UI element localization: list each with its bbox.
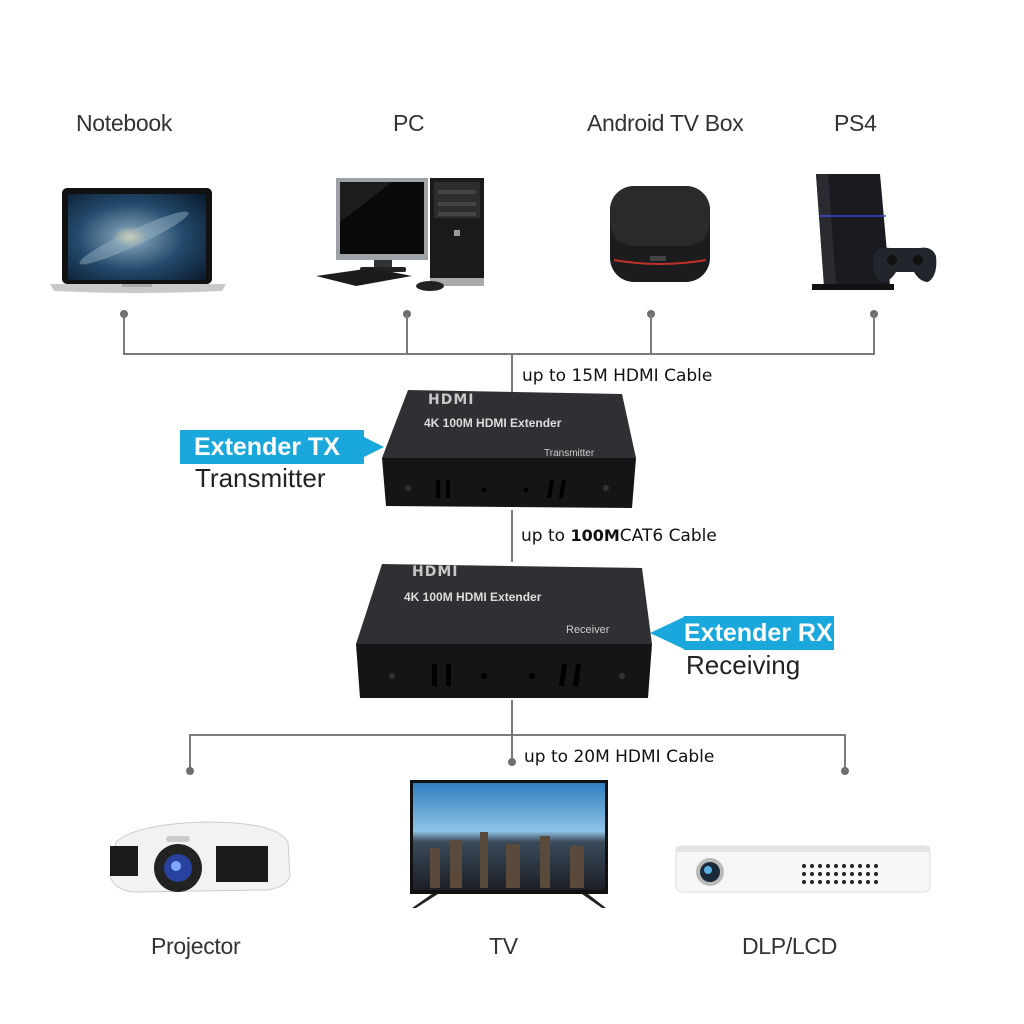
connector-dot-projector bbox=[186, 767, 194, 775]
dlp-lcd-icon bbox=[675, 845, 931, 893]
output-trunk-line bbox=[511, 700, 513, 760]
connector-line bbox=[844, 734, 846, 770]
label-tv: TV bbox=[489, 933, 518, 959]
arrow-left-icon bbox=[650, 616, 686, 650]
connector-line bbox=[650, 314, 652, 354]
label-android-tv-box: Android TV Box bbox=[587, 110, 744, 136]
label-ps4: PS4 bbox=[834, 110, 877, 136]
label-projector: Projector bbox=[151, 933, 241, 959]
transmitter-subtitle: Transmitter bbox=[195, 463, 326, 493]
notebook-icon bbox=[50, 188, 226, 293]
transmitter-hdmi-logo: HDMI bbox=[428, 392, 475, 408]
output-bus-line bbox=[189, 734, 845, 736]
input-trunk-line bbox=[511, 353, 513, 393]
connector-line bbox=[189, 734, 191, 770]
transmitter-unit: HDMI 4K 100M HDMI Extender Transmitter bbox=[378, 388, 640, 510]
label-pc: PC bbox=[393, 110, 425, 136]
connector-dot-tv bbox=[508, 758, 516, 766]
input-bus-line bbox=[123, 353, 875, 355]
connector-line bbox=[123, 314, 125, 354]
extender-rx-tag: Extender RX bbox=[684, 616, 834, 650]
input-cable-label: up to 15M HDMI Cable bbox=[522, 366, 713, 386]
connector-line bbox=[406, 314, 408, 354]
projector-icon bbox=[109, 821, 291, 893]
receiver-hdmi-logo: HDMI bbox=[412, 564, 459, 580]
label-dlp-lcd: DLP/LCD bbox=[742, 933, 838, 959]
link-trunk-line bbox=[511, 510, 513, 562]
arrow-right-icon bbox=[350, 430, 384, 464]
connector-dot-dlp bbox=[841, 767, 849, 775]
output-cable-label: up to 20M HDMI Cable bbox=[524, 747, 715, 767]
label-notebook: Notebook bbox=[76, 110, 173, 136]
receiver-unit-label: Receiver bbox=[566, 624, 610, 636]
tv-icon bbox=[410, 780, 608, 908]
receiver-model-text: 4K 100M HDMI Extender bbox=[404, 590, 542, 604]
receiver-unit: HDMI 4K 100M HDMI Extender Receiver bbox=[352, 560, 658, 702]
transmitter-unit-label: Transmitter bbox=[544, 448, 595, 459]
link-cable-label: up to 100MCAT6 Cable bbox=[521, 526, 717, 546]
ps4-icon bbox=[812, 174, 937, 290]
receiver-subtitle: Receiving bbox=[686, 650, 801, 680]
connector-line bbox=[873, 314, 875, 354]
android-tv-box-icon bbox=[610, 186, 710, 282]
extender-tx-tag: Extender TX bbox=[180, 430, 364, 464]
pc-icon bbox=[316, 178, 484, 291]
transmitter-model-text: 4K 100M HDMI Extender bbox=[424, 416, 562, 430]
